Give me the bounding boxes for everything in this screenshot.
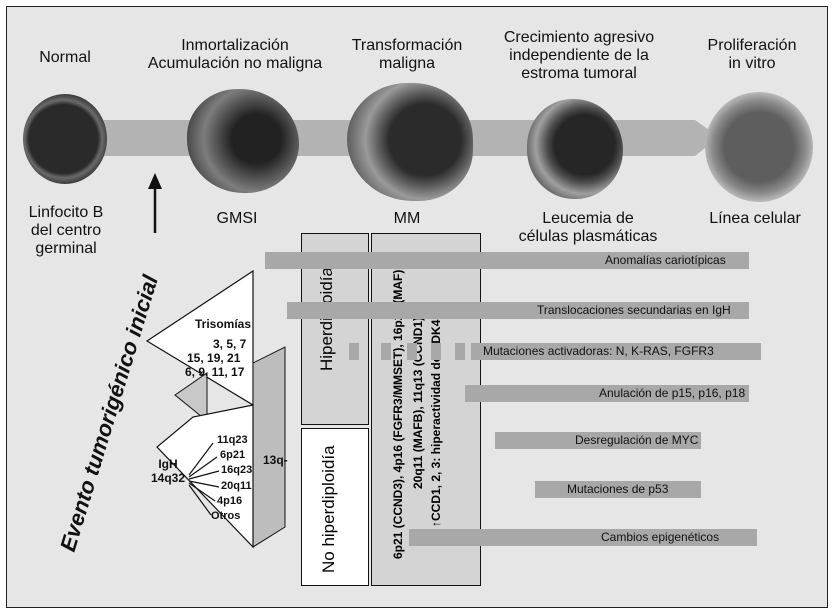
igh-target-6: Otros <box>211 510 241 522</box>
initial-event-arrow <box>148 173 162 233</box>
trisomies-line-2: 15, 19, 21 <box>187 351 241 365</box>
bar-activating-mutations-dash-5 <box>455 343 465 360</box>
stage-label-gmsi: GMSI <box>216 210 258 227</box>
bar-myc-label: Desregulación de MYC <box>575 433 699 447</box>
igh-source: IgH 14q32 <box>150 457 186 485</box>
bar-p15-p16-p18 <box>465 385 749 402</box>
bar-secondary-translocations-label: Translocaciones secundarias en IgH <box>537 303 731 317</box>
translocations-box <box>371 233 481 586</box>
igh-target-5: 4p16 <box>217 495 243 507</box>
stage-title-normal: Normal <box>39 49 91 66</box>
cell-plasma-leukemia <box>527 99 623 199</box>
bar-activating-mutations-dash-2 <box>381 343 391 360</box>
bar-p53-label: Mutaciones de p53 <box>567 482 669 496</box>
stage-title-gmsi: Inmortalización Acumulación no maligna <box>147 37 323 72</box>
igh-target-4: 20q11 <box>221 480 252 492</box>
bar-secondary-translocations <box>287 302 749 319</box>
stage-label-normal: Linfocito B del centro germinal <box>28 204 104 257</box>
trisomies-title: Trisomías <box>195 317 252 331</box>
igh-target-2: 6p21 <box>220 449 246 461</box>
bar-myc <box>495 432 701 449</box>
bar-activating-mutations <box>471 343 761 360</box>
stage-title-leukemia: Crecimiento agresivo independiente de la… <box>503 29 655 82</box>
diagram-frame: Normal Inmortalización Acumulación no ma… <box>6 6 828 608</box>
stage-title-mm: Transformación maligna <box>351 37 463 72</box>
cell-gmsi <box>187 89 299 193</box>
del13-label: 13q- <box>263 453 288 467</box>
cell-mm <box>347 83 473 201</box>
stage-label-mm: MM <box>393 210 421 227</box>
bar-p15-p16-p18-label: Anulación de p15, p16, p18 <box>599 386 746 400</box>
non-hyperdiploidy-label: No hiperdiploidía <box>319 445 338 573</box>
trisomies-line-1: 3, 5, 7 <box>213 337 247 351</box>
translocation-line-3: ↑CCD1, 2, 3: hiperactividad de CDK4, 6 <box>429 306 443 527</box>
bar-karyotype-label: Anomalías cariotípicas <box>605 253 726 267</box>
bar-karyotype <box>265 252 749 269</box>
bar-epigenetic-label: Cambios epigenéticos <box>601 530 720 544</box>
igh-target-1: 11q23 <box>217 434 248 446</box>
igh-target-3: 16q23 <box>221 464 253 476</box>
event-shapes <box>145 269 286 549</box>
non-hyperdiploidy-box <box>301 428 369 586</box>
trisomies-line-3: 6, 9, 11, 17 <box>185 365 245 379</box>
bar-epigenetic <box>409 529 757 546</box>
bar-activating-mutations-dash-4 <box>431 343 441 360</box>
stage-title-cell-line: Proliferación in vitro <box>707 37 797 72</box>
stage-label-cell-line: Línea celular <box>709 210 801 227</box>
stage-label-leukemia: Leucemia de células plasmáticas <box>518 210 658 245</box>
cell-cell-line <box>705 92 813 202</box>
bar-p53 <box>535 481 701 498</box>
bar-activating-mutations-label: Mutaciones activadoras: N, K-RAS, FGFR3 <box>483 344 714 358</box>
bar-activating-mutations-dash-1 <box>349 343 359 360</box>
cell-normal <box>23 94 107 184</box>
hyperdiploidy-label: Hiperdiploidía <box>317 267 336 371</box>
bar-activating-mutations-dash-3 <box>407 343 417 360</box>
